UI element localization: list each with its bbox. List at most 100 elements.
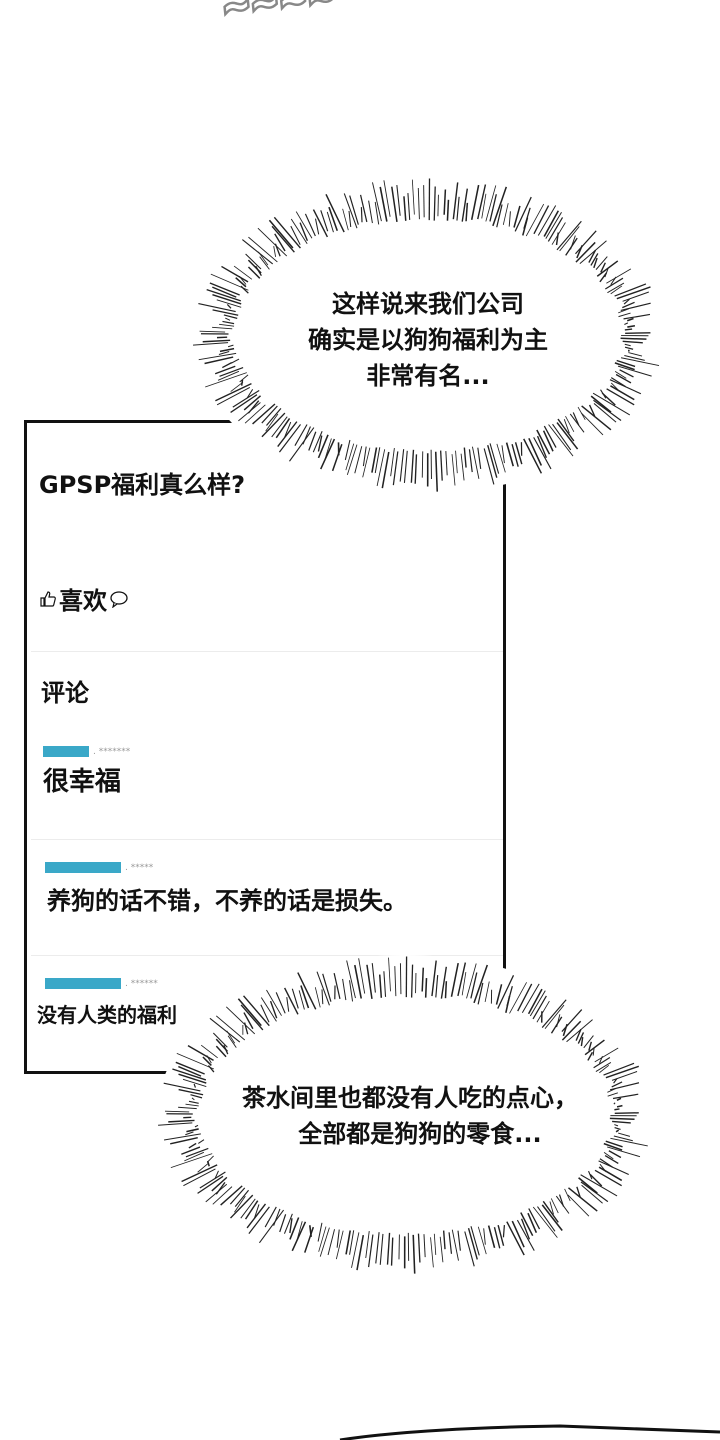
like-label[interactable]: 喜欢 <box>59 587 107 615</box>
spike-line <box>300 985 310 1009</box>
spike-line <box>575 241 596 263</box>
spike-line <box>219 347 235 353</box>
spike-line <box>215 1045 227 1058</box>
spike-line <box>371 963 376 993</box>
spike-line <box>410 449 415 483</box>
spike-line <box>612 1120 631 1124</box>
spike-line <box>178 1106 197 1110</box>
spike-line <box>452 182 459 220</box>
spike-line <box>212 286 237 298</box>
spike-line <box>390 448 395 477</box>
masked-date: . ****** <box>125 978 158 989</box>
spike-line <box>594 1169 622 1187</box>
spike-line <box>227 344 234 348</box>
spike-line <box>264 1206 277 1228</box>
spike-line <box>481 193 487 219</box>
spike-line <box>362 447 371 478</box>
spike-line <box>318 1226 327 1252</box>
spike-line <box>440 450 443 481</box>
spike-line <box>508 211 511 227</box>
spike-line <box>278 424 302 453</box>
spike-line <box>561 1020 582 1041</box>
spike-line <box>274 233 286 252</box>
spike-line <box>607 1092 618 1097</box>
spike-line <box>291 988 299 1009</box>
spike-line <box>308 431 317 451</box>
spike-line <box>391 186 398 222</box>
spike-line <box>230 1194 254 1219</box>
spike-line <box>580 1174 618 1197</box>
spike-line <box>183 1168 216 1187</box>
comment-meta: . ***** <box>45 862 153 873</box>
spike-line <box>576 244 583 259</box>
spike-line <box>190 1094 203 1099</box>
spike-line <box>212 294 242 305</box>
spike-line <box>618 1132 631 1137</box>
spike-line <box>271 225 295 253</box>
spike-line <box>375 1232 380 1264</box>
comment-bubble-icon[interactable] <box>109 590 129 608</box>
thumbs-up-icon[interactable] <box>39 590 57 608</box>
spike-line <box>455 450 458 474</box>
spike-line <box>247 266 261 279</box>
spike-line <box>541 999 567 1028</box>
spike-line <box>622 291 649 302</box>
spike-line <box>556 422 579 450</box>
spike-line <box>215 1181 226 1195</box>
spike-line <box>598 1166 623 1182</box>
spike-line <box>178 1088 204 1096</box>
spike-line <box>317 1222 323 1242</box>
spike-line <box>492 186 508 227</box>
spike-line <box>457 962 467 997</box>
spike-line <box>351 1232 360 1268</box>
spike-line <box>234 1195 246 1213</box>
bubble-fill <box>192 177 664 493</box>
spike-line <box>231 358 240 364</box>
masked-username <box>45 978 121 989</box>
spike-line <box>603 1152 614 1160</box>
spike-line <box>222 362 233 369</box>
spike-line <box>487 445 498 478</box>
spike-line <box>509 982 527 1014</box>
spike-line <box>605 1065 640 1079</box>
spike-line <box>271 416 288 438</box>
spike-line <box>485 185 497 222</box>
spiky-thought-bubble <box>192 177 664 493</box>
spike-line <box>564 1188 571 1202</box>
spike-line <box>240 1198 256 1219</box>
spike-line <box>466 963 477 999</box>
spike-line <box>279 1214 287 1233</box>
spike-line <box>477 982 484 1005</box>
spike-line <box>430 1237 434 1268</box>
spike-line <box>379 1233 384 1265</box>
spike-line <box>461 188 469 222</box>
spike-line <box>527 1212 538 1234</box>
spike-line <box>205 1183 228 1203</box>
spike-line <box>194 1124 199 1128</box>
spike-line <box>433 186 436 221</box>
spike-line <box>514 442 523 465</box>
spike-line <box>610 285 623 295</box>
spike-line <box>188 1142 197 1149</box>
spike-line <box>366 964 373 999</box>
spike-line <box>620 302 651 312</box>
spike-line <box>588 1041 593 1051</box>
spike-line <box>588 404 596 417</box>
spike-line <box>614 371 627 379</box>
spike-line <box>417 1233 421 1263</box>
spike-line <box>383 180 391 217</box>
spike-line <box>495 984 503 1005</box>
spike-line <box>202 1056 212 1066</box>
spike-line <box>618 312 631 318</box>
like-row[interactable]: 喜欢 <box>39 581 129 616</box>
spike-line <box>424 978 428 998</box>
spike-line <box>187 1044 214 1062</box>
spike-line <box>181 1164 218 1183</box>
spike-line <box>168 1119 195 1123</box>
spike-line <box>290 225 301 245</box>
masked-username <box>45 862 121 873</box>
spike-line <box>444 981 448 999</box>
spike-line <box>542 430 554 452</box>
spike-line <box>614 1108 620 1111</box>
spike-line <box>246 389 254 399</box>
